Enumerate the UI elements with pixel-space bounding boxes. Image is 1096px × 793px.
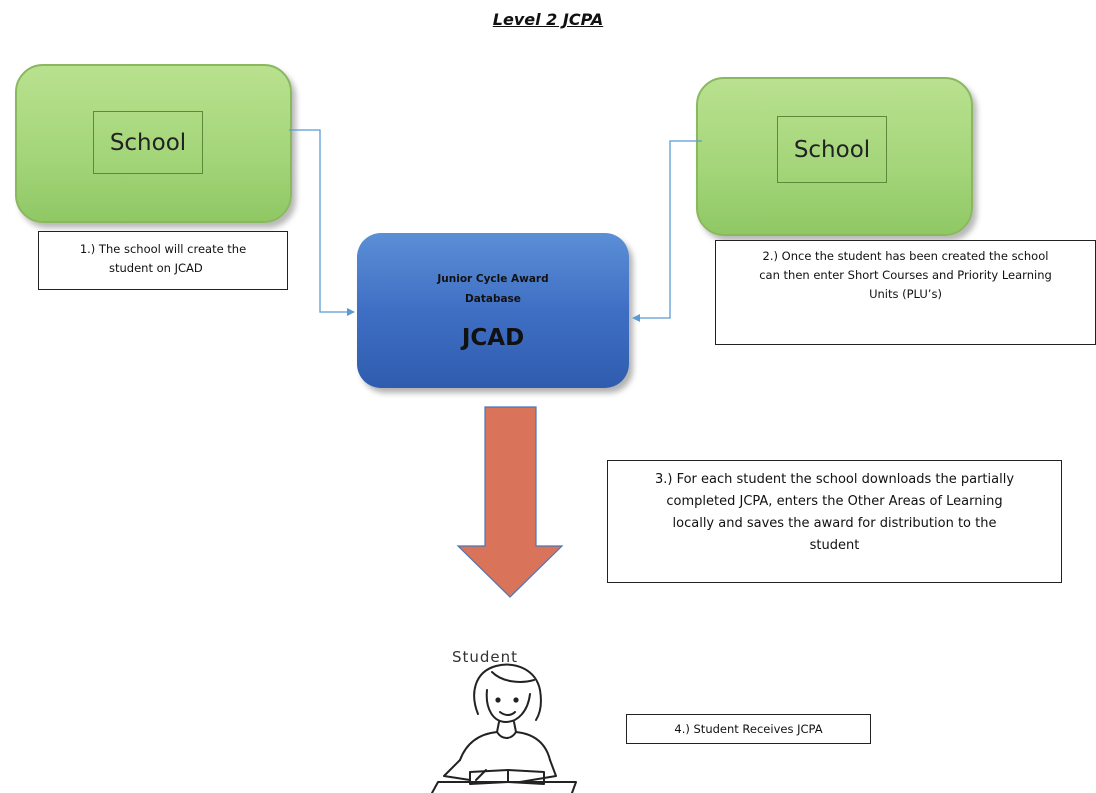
step2-line2: can then enter Short Courses and Priorit… <box>759 268 1052 282</box>
school-left-label: School <box>93 111 203 174</box>
jcad-subtitle-line2: Database <box>465 293 521 305</box>
step2-line3: Units (PLU’s) <box>869 287 942 301</box>
step2-note: 2.) Once the student has been created th… <box>715 240 1096 345</box>
student-desk <box>431 781 577 793</box>
step2-line1: 2.) Once the student has been created th… <box>762 249 1049 263</box>
step3-line3: locally and saves the award for distribu… <box>672 516 997 531</box>
jcad-name: JCAD <box>461 325 525 351</box>
step1-line2: student on JCAD <box>109 261 203 275</box>
student-label: Student <box>452 648 519 666</box>
school-right-box: School <box>696 77 973 236</box>
student-arm-right <box>519 759 557 783</box>
step3-line2: completed JCPA, enters the Other Areas o… <box>666 494 1003 509</box>
step4-note: 4.) Student Receives JCPA <box>626 714 871 744</box>
student-body <box>459 721 500 761</box>
student-drawing <box>431 663 577 793</box>
student-face <box>485 689 531 723</box>
page-title: Level 2 JCPA <box>492 10 604 29</box>
step1-line1: 1.) The school will create the <box>79 242 247 256</box>
step3-line1: 3.) For each student the school download… <box>654 472 1015 487</box>
connector-right-arrow <box>632 140 702 322</box>
step3-note: 3.) For each student the school download… <box>607 460 1062 583</box>
big-down-arrow <box>456 406 564 598</box>
step1-note: 1.) The school will create the student o… <box>38 231 288 290</box>
connector-left-arrow <box>289 129 355 316</box>
jcad-database-box: Junior Cycle Award Database JCAD <box>357 233 629 388</box>
step3-line4: student <box>809 538 860 553</box>
student-arm-left <box>443 759 471 781</box>
school-right-label: School <box>777 116 887 183</box>
school-left-box: School <box>15 64 292 223</box>
jcad-subtitle-line1: Junior Cycle Award <box>437 273 549 285</box>
student-hair <box>473 663 542 721</box>
